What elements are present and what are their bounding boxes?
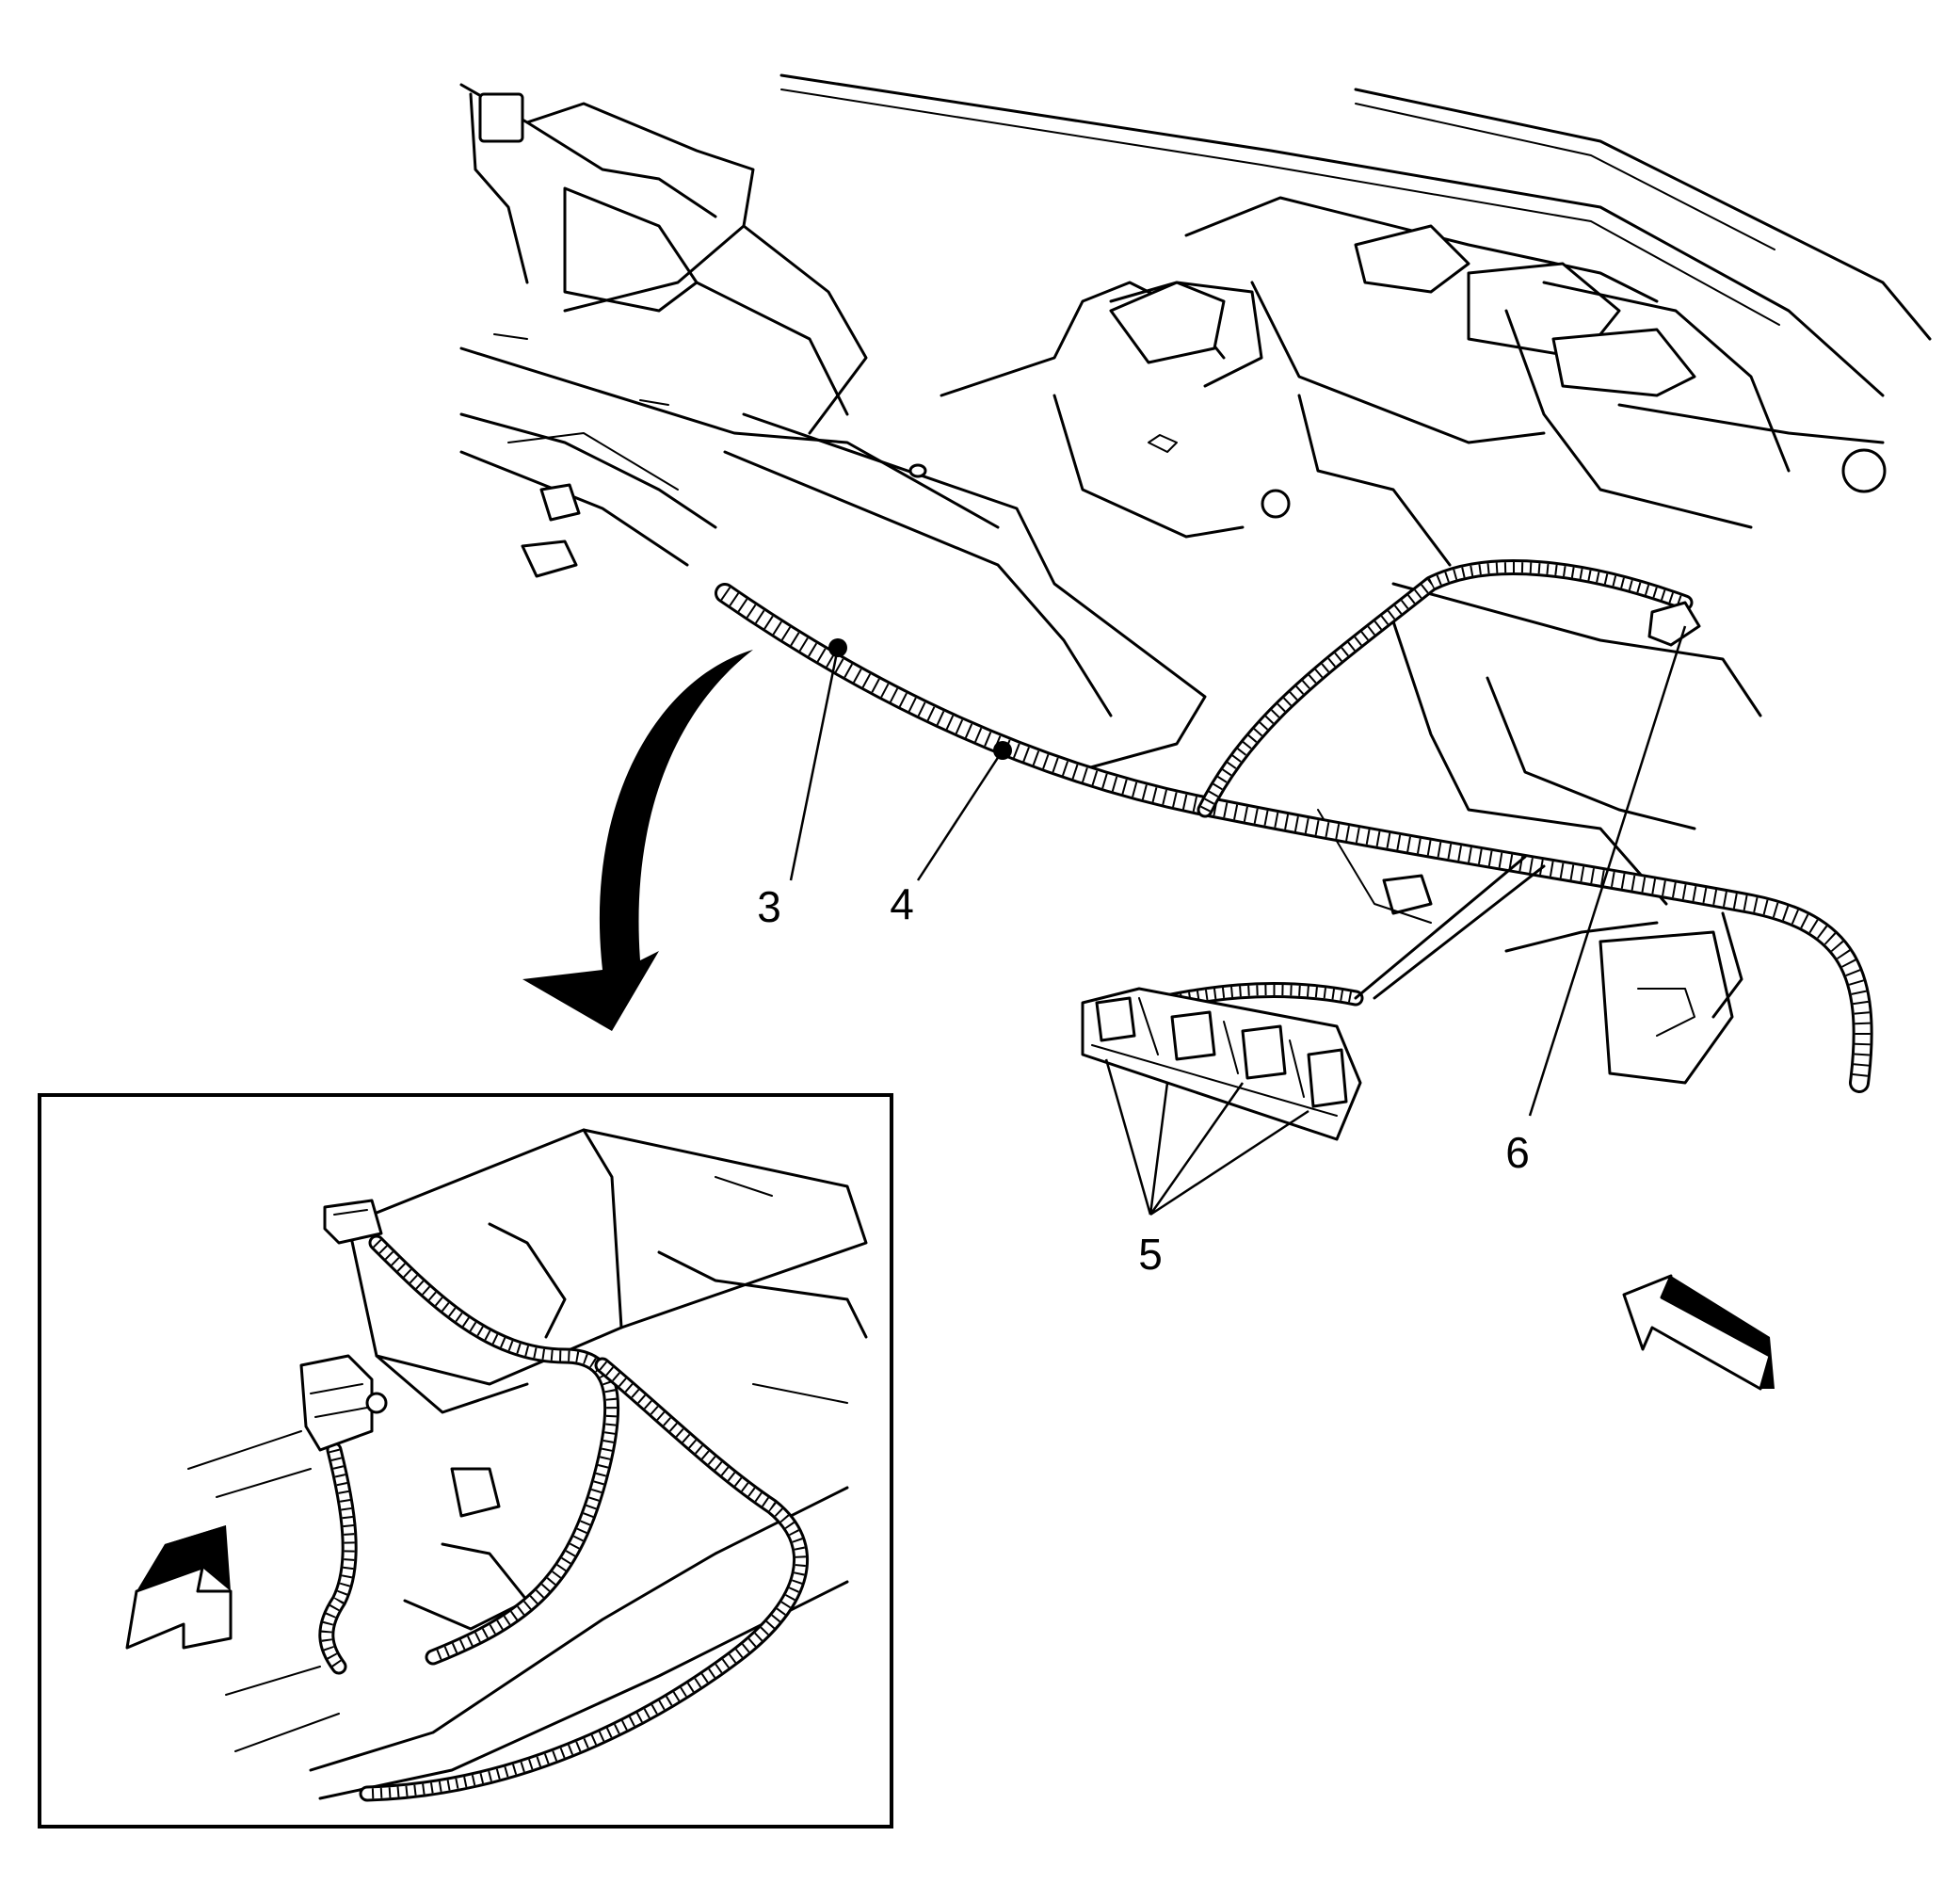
- connector-2: [299, 1354, 374, 1452]
- callout-5: 5: [1138, 1230, 1163, 1279]
- connector-block: [1081, 987, 1362, 1141]
- direction-arrow-icon: [125, 1525, 233, 1650]
- callout-3: 3: [757, 882, 781, 931]
- connector-6: [1647, 601, 1701, 647]
- callout-6: 6: [1505, 1128, 1530, 1177]
- direction-arrow-icon: [1622, 1274, 1775, 1391]
- detail-inset: [38, 1093, 893, 1829]
- instrument-panel-structure: [459, 73, 1932, 1085]
- callout-4: 4: [890, 879, 914, 928]
- main-wiring-harness: [715, 559, 1873, 1093]
- connector-1: [323, 1199, 383, 1245]
- curved-arrow-icon: [522, 650, 753, 1031]
